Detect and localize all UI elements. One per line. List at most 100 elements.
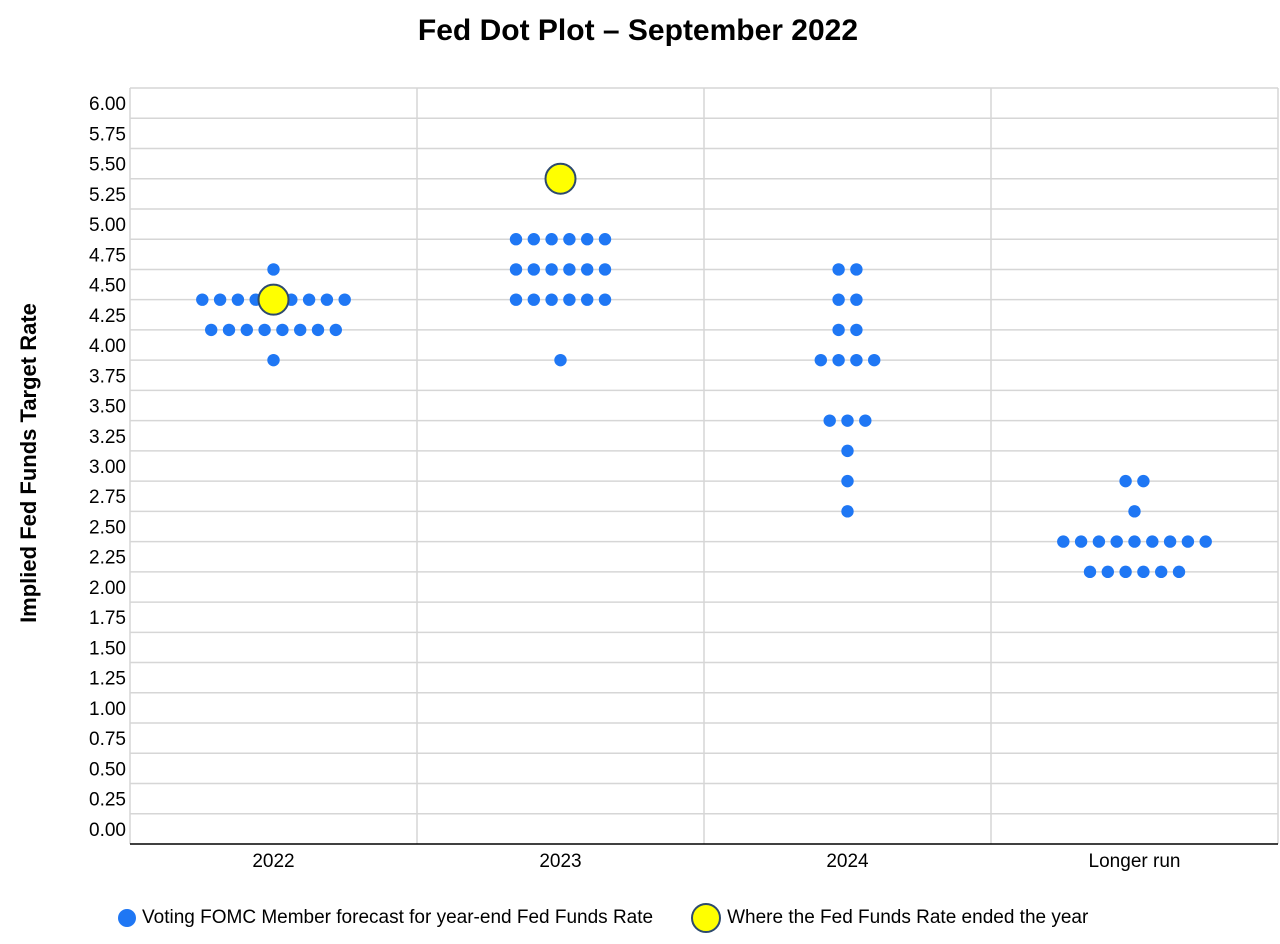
member-forecast-dot [841,474,854,488]
member-forecast-dot [1137,474,1150,488]
member-forecast-dot [329,323,342,337]
legend-item-year-end-rate: Where the Fed Funds Rate ended the year [691,903,1088,933]
member-forecast-dot [850,293,863,306]
member-forecast-dot [850,353,863,367]
member-forecast-dot [868,353,881,367]
member-forecast-dot [258,323,271,337]
member-forecast-dot [1110,535,1123,548]
blue-dot-icon [118,909,136,927]
member-forecast-dot [1057,535,1070,548]
y-tick-label: 5.50 [89,155,126,176]
x-tick-label: Longer run [1089,851,1181,872]
y-tick-label: 1.00 [89,699,126,720]
member-forecast-dot [1119,565,1132,579]
member-forecast-dot [814,353,827,367]
member-forecast-dot [267,263,280,276]
y-tick-label: 4.50 [89,276,126,297]
member-forecast-dot [598,233,612,246]
member-forecast-dot [1163,535,1177,548]
member-forecast-dot [823,414,836,427]
member-forecast-dot [1119,474,1132,488]
y-tick-label: 4.00 [89,336,126,357]
member-forecast-dot [509,293,523,306]
member-forecast-dot [240,323,253,337]
y-tick-label: 2.50 [89,517,126,538]
member-forecast-dot [231,293,245,306]
member-forecast-dot [563,293,576,306]
member-forecast-dot [196,293,209,306]
legend-item-member-forecast: Voting FOMC Member forecast for year-end… [118,907,653,929]
y-tick-label: 0.75 [89,729,126,750]
member-forecast-dot [1181,535,1195,548]
member-forecast-dot [527,293,540,306]
member-forecast-dot [598,293,612,306]
legend-label-year-end-rate: Where the Fed Funds Rate ended the year [727,907,1089,928]
y-tick-label: 2.75 [89,487,126,508]
member-forecast-dot [841,505,854,518]
member-forecast-dot [545,293,558,306]
member-forecast-dot [832,263,845,276]
member-forecast-dot [1199,535,1212,548]
member-forecast-dot [1083,565,1097,579]
y-tick-label: 3.00 [89,457,126,478]
member-forecast-dot [563,263,576,276]
member-forecast-dot [832,293,845,306]
member-forecast-dot [581,293,594,306]
chart-title: Fed Dot Plot – September 2022 [417,14,859,47]
member-forecast-dot [1092,535,1106,548]
y-tick-label: 3.50 [89,397,126,418]
member-forecast-dot [294,323,307,337]
member-forecast-dot [545,263,558,276]
member-forecast-dot [1172,565,1186,579]
member-forecast-dot [850,323,863,337]
member-forecast-dot [1128,505,1141,518]
year-end-rate-marker [544,162,577,195]
member-forecast-dot [850,263,863,276]
x-tick-label: 2022 [252,851,294,872]
y-tick-label: 2.25 [89,548,126,569]
member-forecast-dot [1146,535,1159,548]
member-forecast-dot [338,293,351,306]
y-tick-label: 0.00 [89,820,126,841]
member-forecast-dot [302,293,316,306]
member-forecast-dot [832,353,845,367]
member-forecast-dot [841,414,854,427]
y-tick-label: 6.00 [89,94,126,115]
member-forecast-dot [276,323,289,337]
yellow-dot-icon [691,903,722,933]
y-tick-label: 0.25 [89,790,126,811]
member-forecast-dot [859,414,872,427]
member-forecast-dot [598,263,612,276]
y-tick-label: 3.75 [89,366,126,387]
y-tick-label: 4.75 [89,245,126,266]
y-tick-label: 5.00 [89,215,126,236]
member-forecast-dot [581,263,594,276]
member-forecast-dot [222,323,236,337]
y-tick-label: 5.75 [89,124,126,145]
member-forecast-dot [1155,565,1168,579]
member-forecast-dot [545,233,558,246]
y-tick-label: 1.50 [89,638,126,659]
member-forecast-dot [581,233,594,246]
member-forecast-dot [527,233,540,246]
y-tick-label: 0.50 [89,759,126,780]
y-tick-label: 1.75 [89,608,126,629]
dot-plot: 0.000.250.500.751.001.251.501.752.002.25… [89,87,1279,872]
x-tick-label: 2024 [826,851,869,872]
member-forecast-dot [213,293,227,306]
y-tick-label: 3.25 [89,427,126,448]
member-forecast-dot [563,233,576,246]
member-forecast-dot [1128,535,1141,548]
y-tick-label: 4.25 [89,306,126,327]
member-forecast-dot [205,323,218,337]
x-tick-label: 2023 [539,851,581,872]
member-forecast-dot [320,293,334,306]
legend: Voting FOMC Member forecast for year-end… [118,900,1088,936]
member-forecast-dot [832,323,845,337]
member-forecast-dot [311,323,325,337]
member-forecast-dot [1137,565,1150,579]
member-forecast-dot [1074,535,1088,548]
y-tick-label: 5.25 [89,185,126,206]
member-forecast-dot [509,233,523,246]
member-forecast-dot [841,444,854,458]
